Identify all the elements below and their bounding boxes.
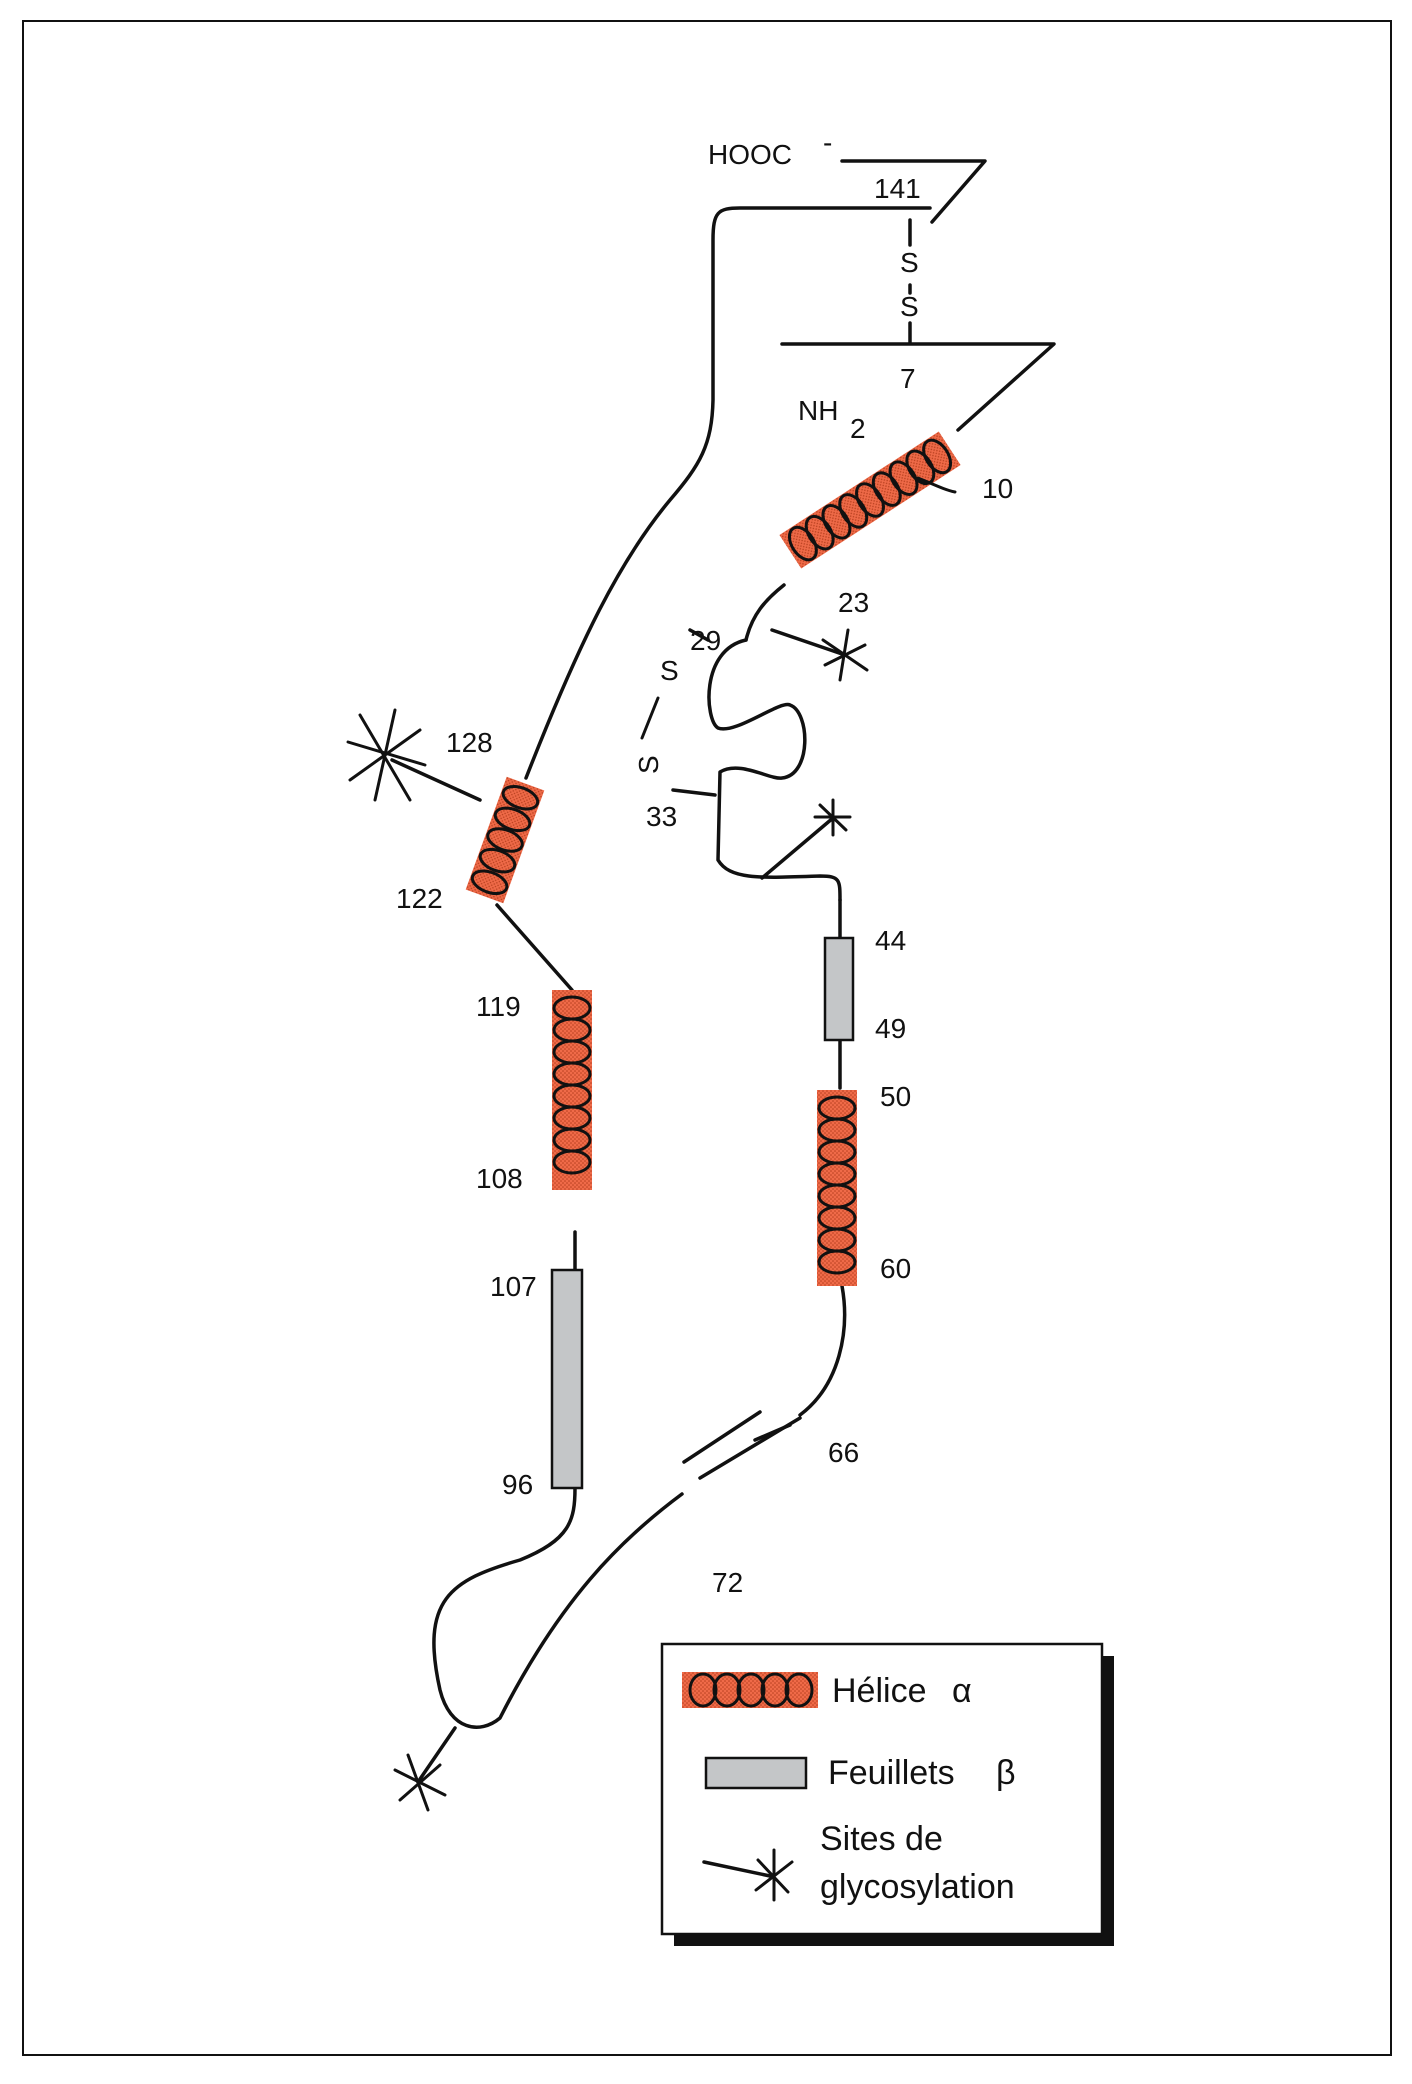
residue-96: 96 [502, 1469, 533, 1500]
legend-sheet-label: Feuillets [828, 1754, 955, 1792]
svg-text:2: 2 [850, 413, 866, 444]
residue-119: 119 [476, 991, 521, 1022]
disulfide-bond-mid [640, 696, 660, 740]
glycosylation-site-23 [770, 628, 869, 682]
svg-text:-: - [823, 127, 832, 158]
glycosylation-site-128 [346, 708, 482, 802]
residue-107: 107 [490, 1271, 537, 1302]
polypeptide-chain [432, 159, 1056, 1729]
legend: Hélice α Feuillets β Sites de glycosylat… [660, 1642, 1114, 1946]
disulfide-s-mid-2: S [633, 755, 664, 774]
helix-108-119 [552, 990, 592, 1190]
star-burst-icon [702, 1848, 794, 1902]
sheet-96-107 [550, 1268, 584, 1490]
helix-122-128 [465, 776, 545, 904]
legend-sheet-symbol: β [996, 1754, 1016, 1792]
residue-10: 10 [982, 473, 1013, 504]
disulfide-s-mid-1: S [660, 655, 679, 686]
disulfide-s-top-1: S [900, 247, 919, 278]
helix-50-60 [817, 1090, 857, 1286]
legend-helix-label: Hélice [832, 1672, 926, 1710]
residue-60: 60 [880, 1253, 911, 1284]
residue-29: 29 [690, 625, 721, 656]
glycosylation-site-72 [393, 1726, 457, 1812]
residue-50: 50 [880, 1081, 911, 1112]
residue-141: 141 [874, 173, 921, 204]
legend-glyco-line1: Sites de [820, 1820, 943, 1858]
residue-23: 23 [838, 587, 869, 618]
residue-66: 66 [828, 1437, 859, 1468]
residue-7: 7 [900, 363, 916, 394]
svg-text:HOOC: HOOC [708, 139, 792, 170]
rectangle-sheet-icon [704, 1756, 808, 1790]
helix-10-pointer [916, 476, 957, 494]
residue-44: 44 [875, 925, 906, 956]
glycosylation-site-33 [760, 798, 852, 880]
c-terminus-label: HOOC - [708, 127, 832, 170]
residue-128: 128 [446, 727, 493, 758]
residue-49: 49 [875, 1013, 906, 1044]
n-terminus-label: NH 2 [798, 395, 866, 444]
legend-helix-symbol: α [952, 1672, 972, 1710]
residue-108: 108 [476, 1163, 523, 1194]
helix-10-23 [779, 431, 961, 569]
residue-33: 33 [646, 801, 677, 832]
coil-helix-icon [682, 1672, 818, 1708]
disulfide-s-top-2: S [900, 291, 919, 322]
svg-text:NH: NH [798, 395, 838, 426]
residue-72: 72 [712, 1567, 743, 1598]
legend-glyco-line2: glycosylation [820, 1868, 1015, 1906]
sheet-44-49 [823, 936, 855, 1042]
residue-122: 122 [396, 883, 443, 914]
